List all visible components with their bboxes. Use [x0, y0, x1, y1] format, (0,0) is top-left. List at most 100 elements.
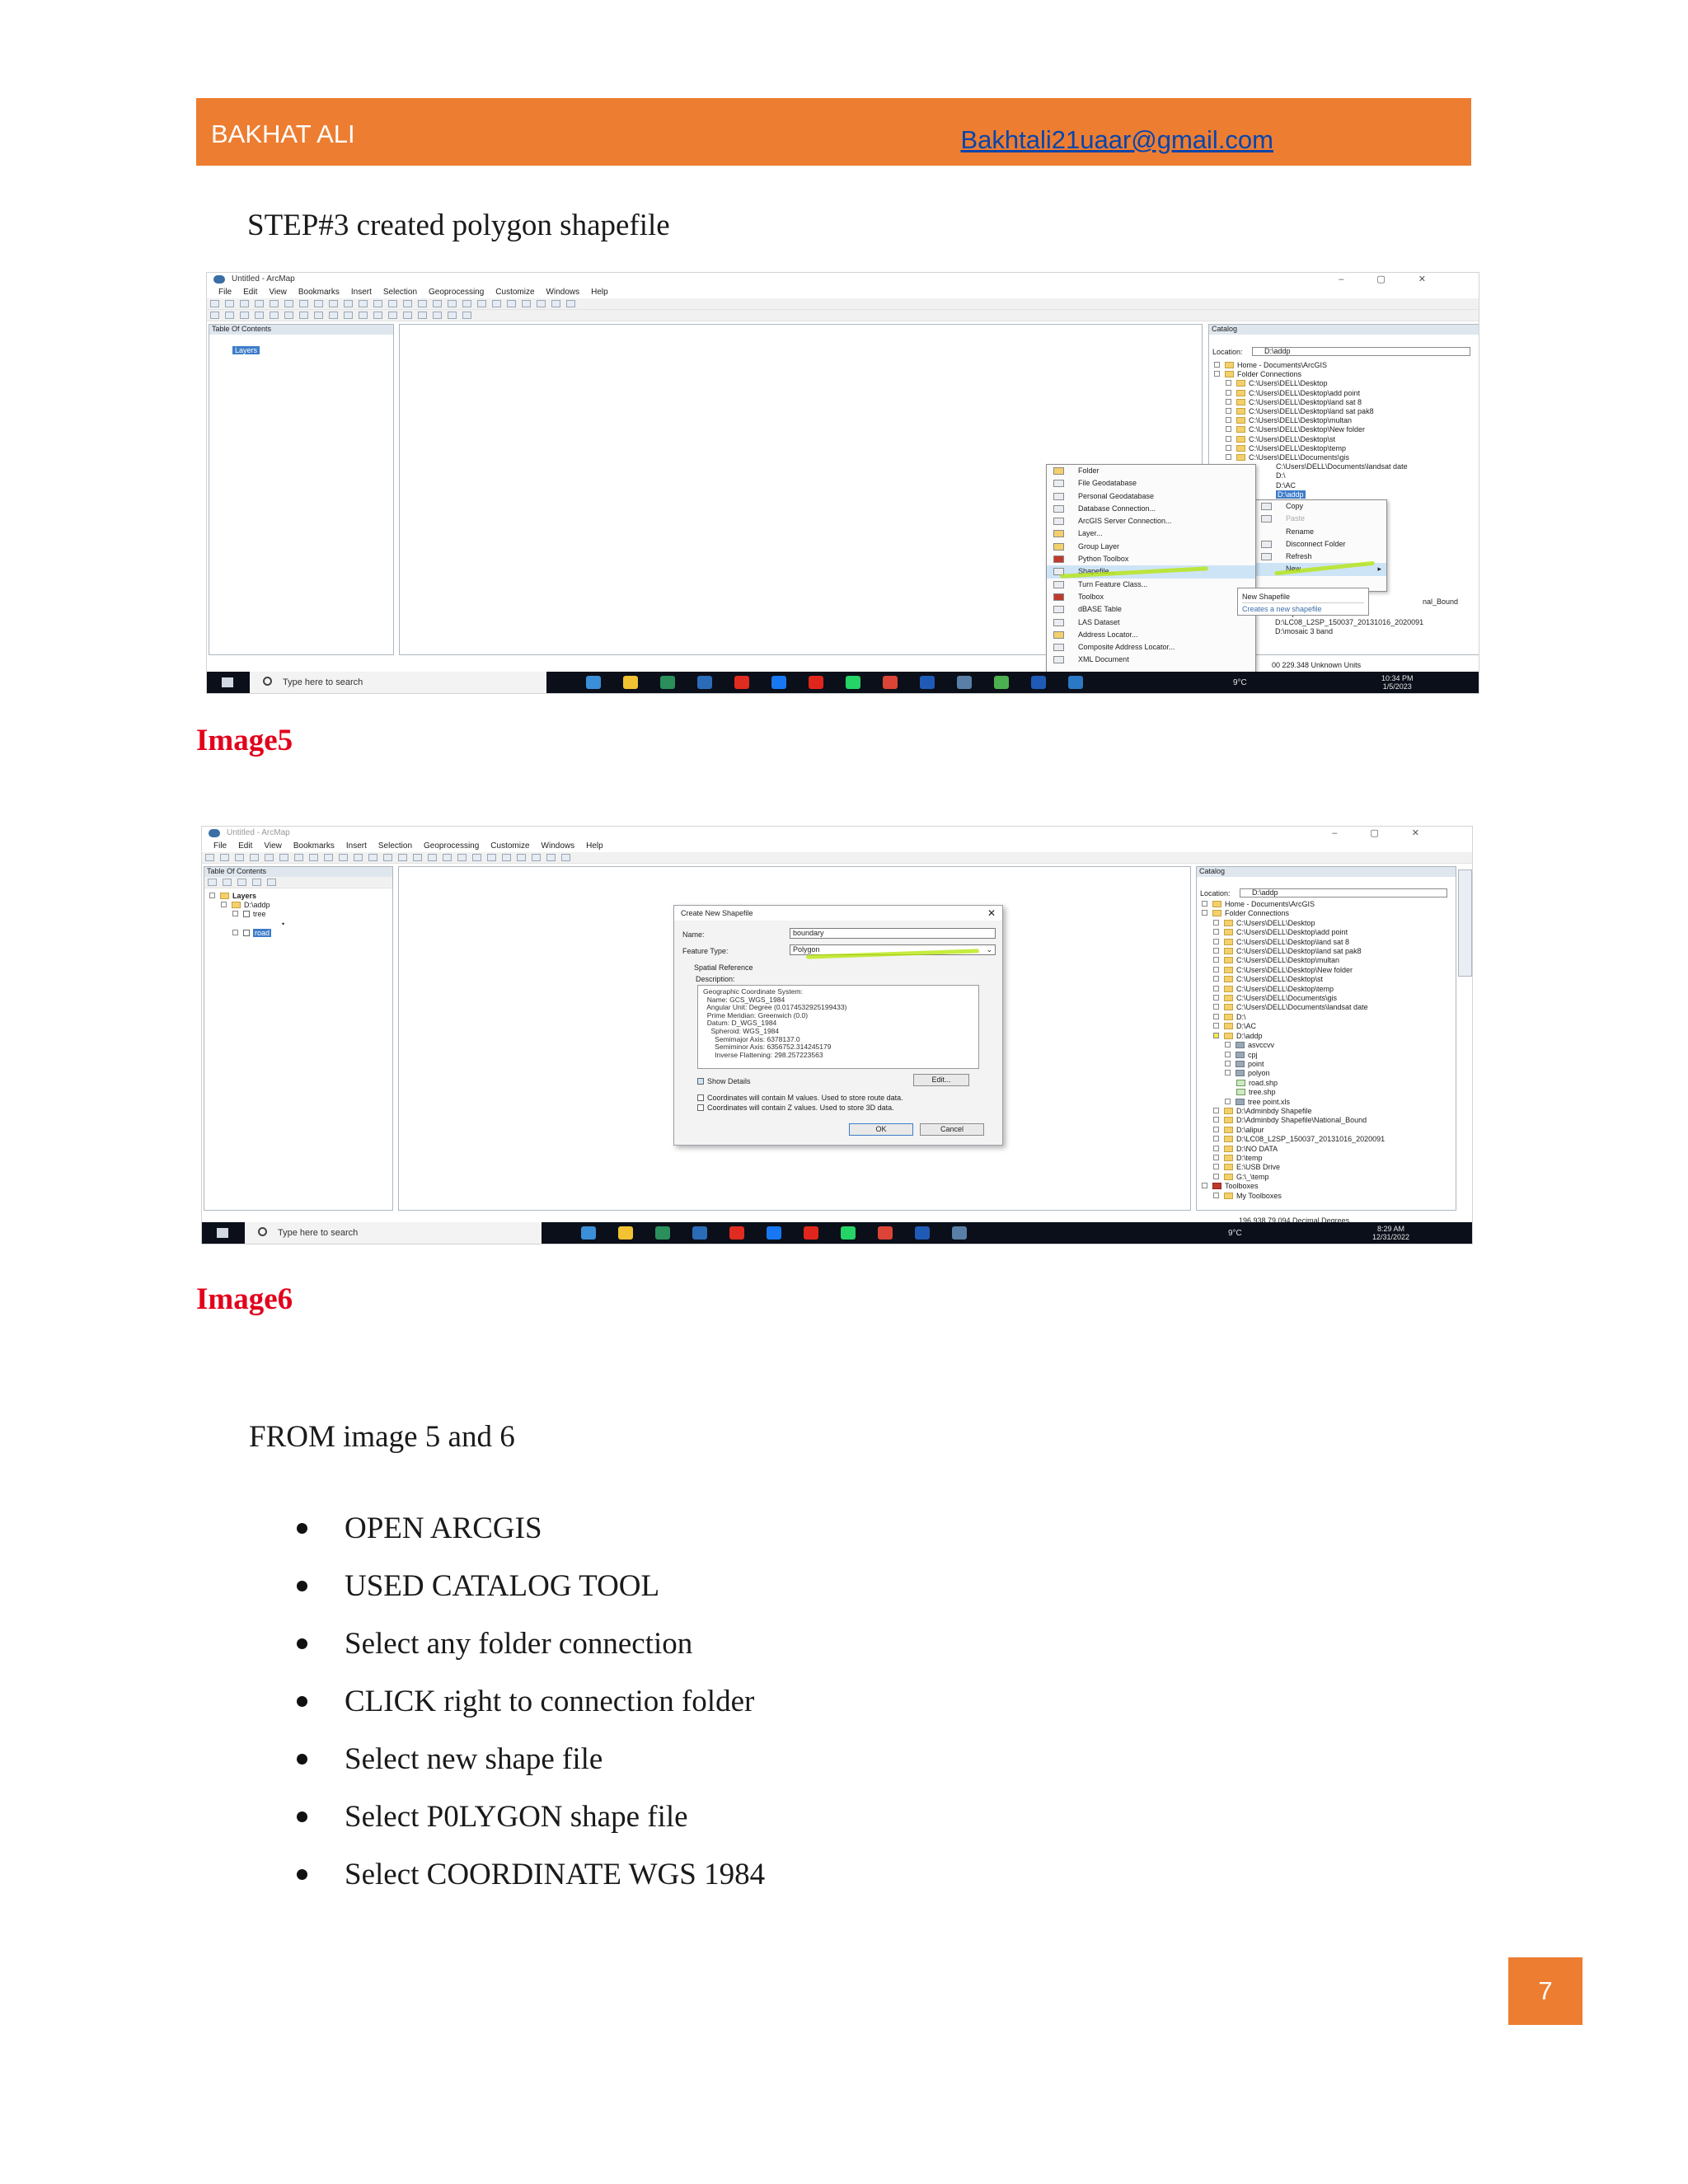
- cancel-button[interactable]: Cancel: [920, 1123, 984, 1136]
- catalog-tree-item[interactable]: C:\Users\DELL\Desktop\add point: [1214, 389, 1408, 398]
- catalog-tree-item[interactable]: D:\temp: [1202, 1154, 1385, 1163]
- menu-windows[interactable]: Windows: [541, 841, 575, 851]
- catalog-tree-item[interactable]: C:\Users\DELL\Desktop: [1202, 919, 1385, 928]
- toc-layer-tree[interactable]: tree: [209, 910, 284, 919]
- file-explorer-icon[interactable]: [623, 676, 638, 689]
- menu-help[interactable]: Help: [591, 288, 608, 297]
- facebook-icon[interactable]: [767, 1226, 781, 1240]
- catalog-tree-item[interactable]: G:\_\temp: [1202, 1173, 1385, 1182]
- chrome-icon[interactable]: [883, 676, 898, 689]
- catalog-tree-item[interactable]: Home - Documents\ArcGIS: [1202, 900, 1385, 909]
- catalog-tree-item[interactable]: D:\alipur: [1202, 1126, 1385, 1135]
- word-icon[interactable]: [920, 676, 935, 689]
- catalog-tree-item[interactable]: C:\Users\DELL\Documents\landsat date: [1276, 462, 1408, 471]
- catalog-tree-item[interactable]: Folder Connections: [1202, 909, 1385, 918]
- catalog-tree-item[interactable]: C:\Users\DELL\Desktop\land sat pak8: [1214, 407, 1408, 416]
- window-controls[interactable]: –▢✕: [1332, 828, 1452, 838]
- menu-windows[interactable]: Windows: [546, 288, 580, 297]
- arcmap-taskbar-icon[interactable]: [957, 676, 972, 689]
- toolbar-row-1[interactable]: [207, 298, 1479, 310]
- ctx-copy[interactable]: Copy: [1254, 500, 1386, 513]
- catalog-tree-item[interactable]: C:\Users\DELL\Desktop\land sat pak8: [1202, 947, 1385, 956]
- ctx-disconnect[interactable]: Disconnect Folder: [1254, 538, 1386, 551]
- catalog-tree-item[interactable]: D:\addp: [1202, 1032, 1385, 1041]
- mail-icon[interactable]: [692, 1226, 707, 1240]
- menu-bookmarks[interactable]: Bookmarks: [293, 841, 335, 851]
- catalog-tree-item[interactable]: E:\USB Drive: [1202, 1163, 1385, 1172]
- whatsapp-icon[interactable]: [846, 676, 860, 689]
- youtube-icon[interactable]: [734, 676, 749, 689]
- menu-bookmarks[interactable]: Bookmarks: [298, 288, 340, 297]
- menu-view[interactable]: View: [264, 841, 282, 851]
- catalog-tree-item[interactable]: C:\Users\DELL\Desktop: [1214, 379, 1408, 388]
- catalog-tree-item[interactable]: cpj: [1202, 1051, 1385, 1060]
- catalog-tree-item[interactable]: C:\Users\DELL\Desktop\New folder: [1202, 966, 1385, 975]
- ctx-rename[interactable]: Rename: [1286, 527, 1315, 536]
- menu-selection[interactable]: Selection: [382, 288, 418, 297]
- new-file-geodatabase[interactable]: File Geodatabase: [1047, 477, 1255, 490]
- catalog-tree-item[interactable]: D:\NO DATA: [1202, 1145, 1385, 1154]
- ctx-paste[interactable]: Paste: [1254, 513, 1386, 525]
- weather-temp[interactable]: 9°C: [1228, 1229, 1242, 1238]
- menu-edit[interactable]: Edit: [243, 288, 258, 297]
- toolbar-row[interactable]: [202, 852, 1472, 864]
- ctx-refresh[interactable]: Refresh: [1254, 551, 1386, 563]
- photos-icon[interactable]: [1068, 676, 1083, 689]
- catalog-tree-item[interactable]: D:\Adminbdy Shapefile\National_Bound: [1202, 1116, 1385, 1125]
- youtube-icon[interactable]: [729, 1226, 744, 1240]
- z-values-checkbox[interactable]: Coordinates will contain Z values. Used …: [697, 1104, 894, 1112]
- catalog-tree-item[interactable]: D:\LC08_L2SP_150037_20131016_2020091: [1202, 1135, 1385, 1144]
- new-python-toolbox[interactable]: Python Toolbox: [1047, 553, 1255, 565]
- menu-geoprocessing[interactable]: Geoprocessing: [424, 841, 480, 851]
- catalog-tree-item[interactable]: C:\Users\DELL\Desktop\st: [1214, 435, 1408, 444]
- catalog-tree-item[interactable]: C:\Users\DELL\Desktop\multan: [1214, 416, 1408, 425]
- menu-insert[interactable]: Insert: [350, 288, 372, 297]
- new-dbase-table[interactable]: dBASE Table: [1047, 603, 1255, 616]
- new-toolbox[interactable]: Toolbox: [1047, 591, 1255, 603]
- menu-customize[interactable]: Customize: [495, 288, 535, 297]
- catalog-tree-item[interactable]: road.shp: [1202, 1079, 1385, 1088]
- toc-layers[interactable]: Layers: [232, 346, 260, 354]
- toc-layer-road[interactable]: road: [209, 928, 284, 938]
- catalog-tree-item[interactable]: Folder Connections: [1214, 370, 1408, 379]
- catalog-tree-item[interactable]: polyon: [1202, 1069, 1385, 1078]
- catalog-tree-item[interactable]: C:\Users\DELL\Desktop\temp: [1214, 444, 1408, 453]
- ok-button[interactable]: OK: [849, 1123, 913, 1136]
- catalog-tree-item[interactable]: C:\Users\DELL\Desktop\land sat 8: [1202, 938, 1385, 947]
- taskbar-search[interactable]: Type here to search: [250, 672, 546, 693]
- catalog-tree-item-selected[interactable]: D:\addp: [1276, 490, 1306, 499]
- location-field[interactable]: D:\addp: [1240, 888, 1447, 898]
- new-turn-feature-class[interactable]: Turn Feature Class...: [1047, 579, 1255, 591]
- new-address-locator[interactable]: Address Locator...: [1047, 629, 1255, 641]
- word-icon[interactable]: [1031, 676, 1046, 689]
- new-arcgis-server-connection[interactable]: ArcGIS Server Connection...: [1047, 515, 1255, 527]
- edge-icon[interactable]: [586, 676, 601, 689]
- toc-toolbar[interactable]: [204, 877, 392, 888]
- catalog-tree-item[interactable]: C:\Users\DELL\Desktop\land sat 8: [1214, 398, 1408, 407]
- catalog-tree-item[interactable]: D:\: [1276, 471, 1286, 480]
- catalog-tree-item[interactable]: D:\AC: [1202, 1022, 1385, 1031]
- close-icon[interactable]: ✕: [987, 907, 996, 919]
- new-folder[interactable]: Folder: [1047, 465, 1255, 477]
- catalog-tree-item[interactable]: asvccvv: [1202, 1041, 1385, 1050]
- facebook-icon[interactable]: [771, 676, 786, 689]
- catalog-tree-item[interactable]: point: [1202, 1060, 1385, 1069]
- new-layer[interactable]: Layer...: [1047, 527, 1255, 540]
- catalog-tree-item[interactable]: C:\Users\DELL\Desktop\st: [1202, 975, 1385, 984]
- catalog-tree-item[interactable]: My Toolboxes: [1202, 1192, 1385, 1201]
- catalog-tree-item[interactable]: tree.shp: [1202, 1088, 1385, 1097]
- toc-layers[interactable]: Layers: [209, 892, 284, 901]
- new-xml-document[interactable]: XML Document: [1047, 654, 1255, 666]
- word-icon[interactable]: [915, 1226, 930, 1240]
- opera-icon[interactable]: [809, 676, 823, 689]
- catalog-tree-item[interactable]: D:\LC08_L2SP_150037_20131016_2020091: [1275, 618, 1424, 627]
- catalog-tree-item[interactable]: D:\: [1202, 1013, 1385, 1022]
- chrome-icon[interactable]: [878, 1226, 893, 1240]
- window-controls[interactable]: –▢✕: [1339, 274, 1459, 284]
- store-icon[interactable]: [655, 1226, 670, 1240]
- catalog-tree-item[interactable]: C:\Users\DELL\Desktop\add point: [1202, 928, 1385, 937]
- file-explorer-icon[interactable]: [618, 1226, 633, 1240]
- new-personal-geodatabase[interactable]: Personal Geodatabase: [1047, 490, 1255, 503]
- side-tabs[interactable]: [1458, 869, 1472, 977]
